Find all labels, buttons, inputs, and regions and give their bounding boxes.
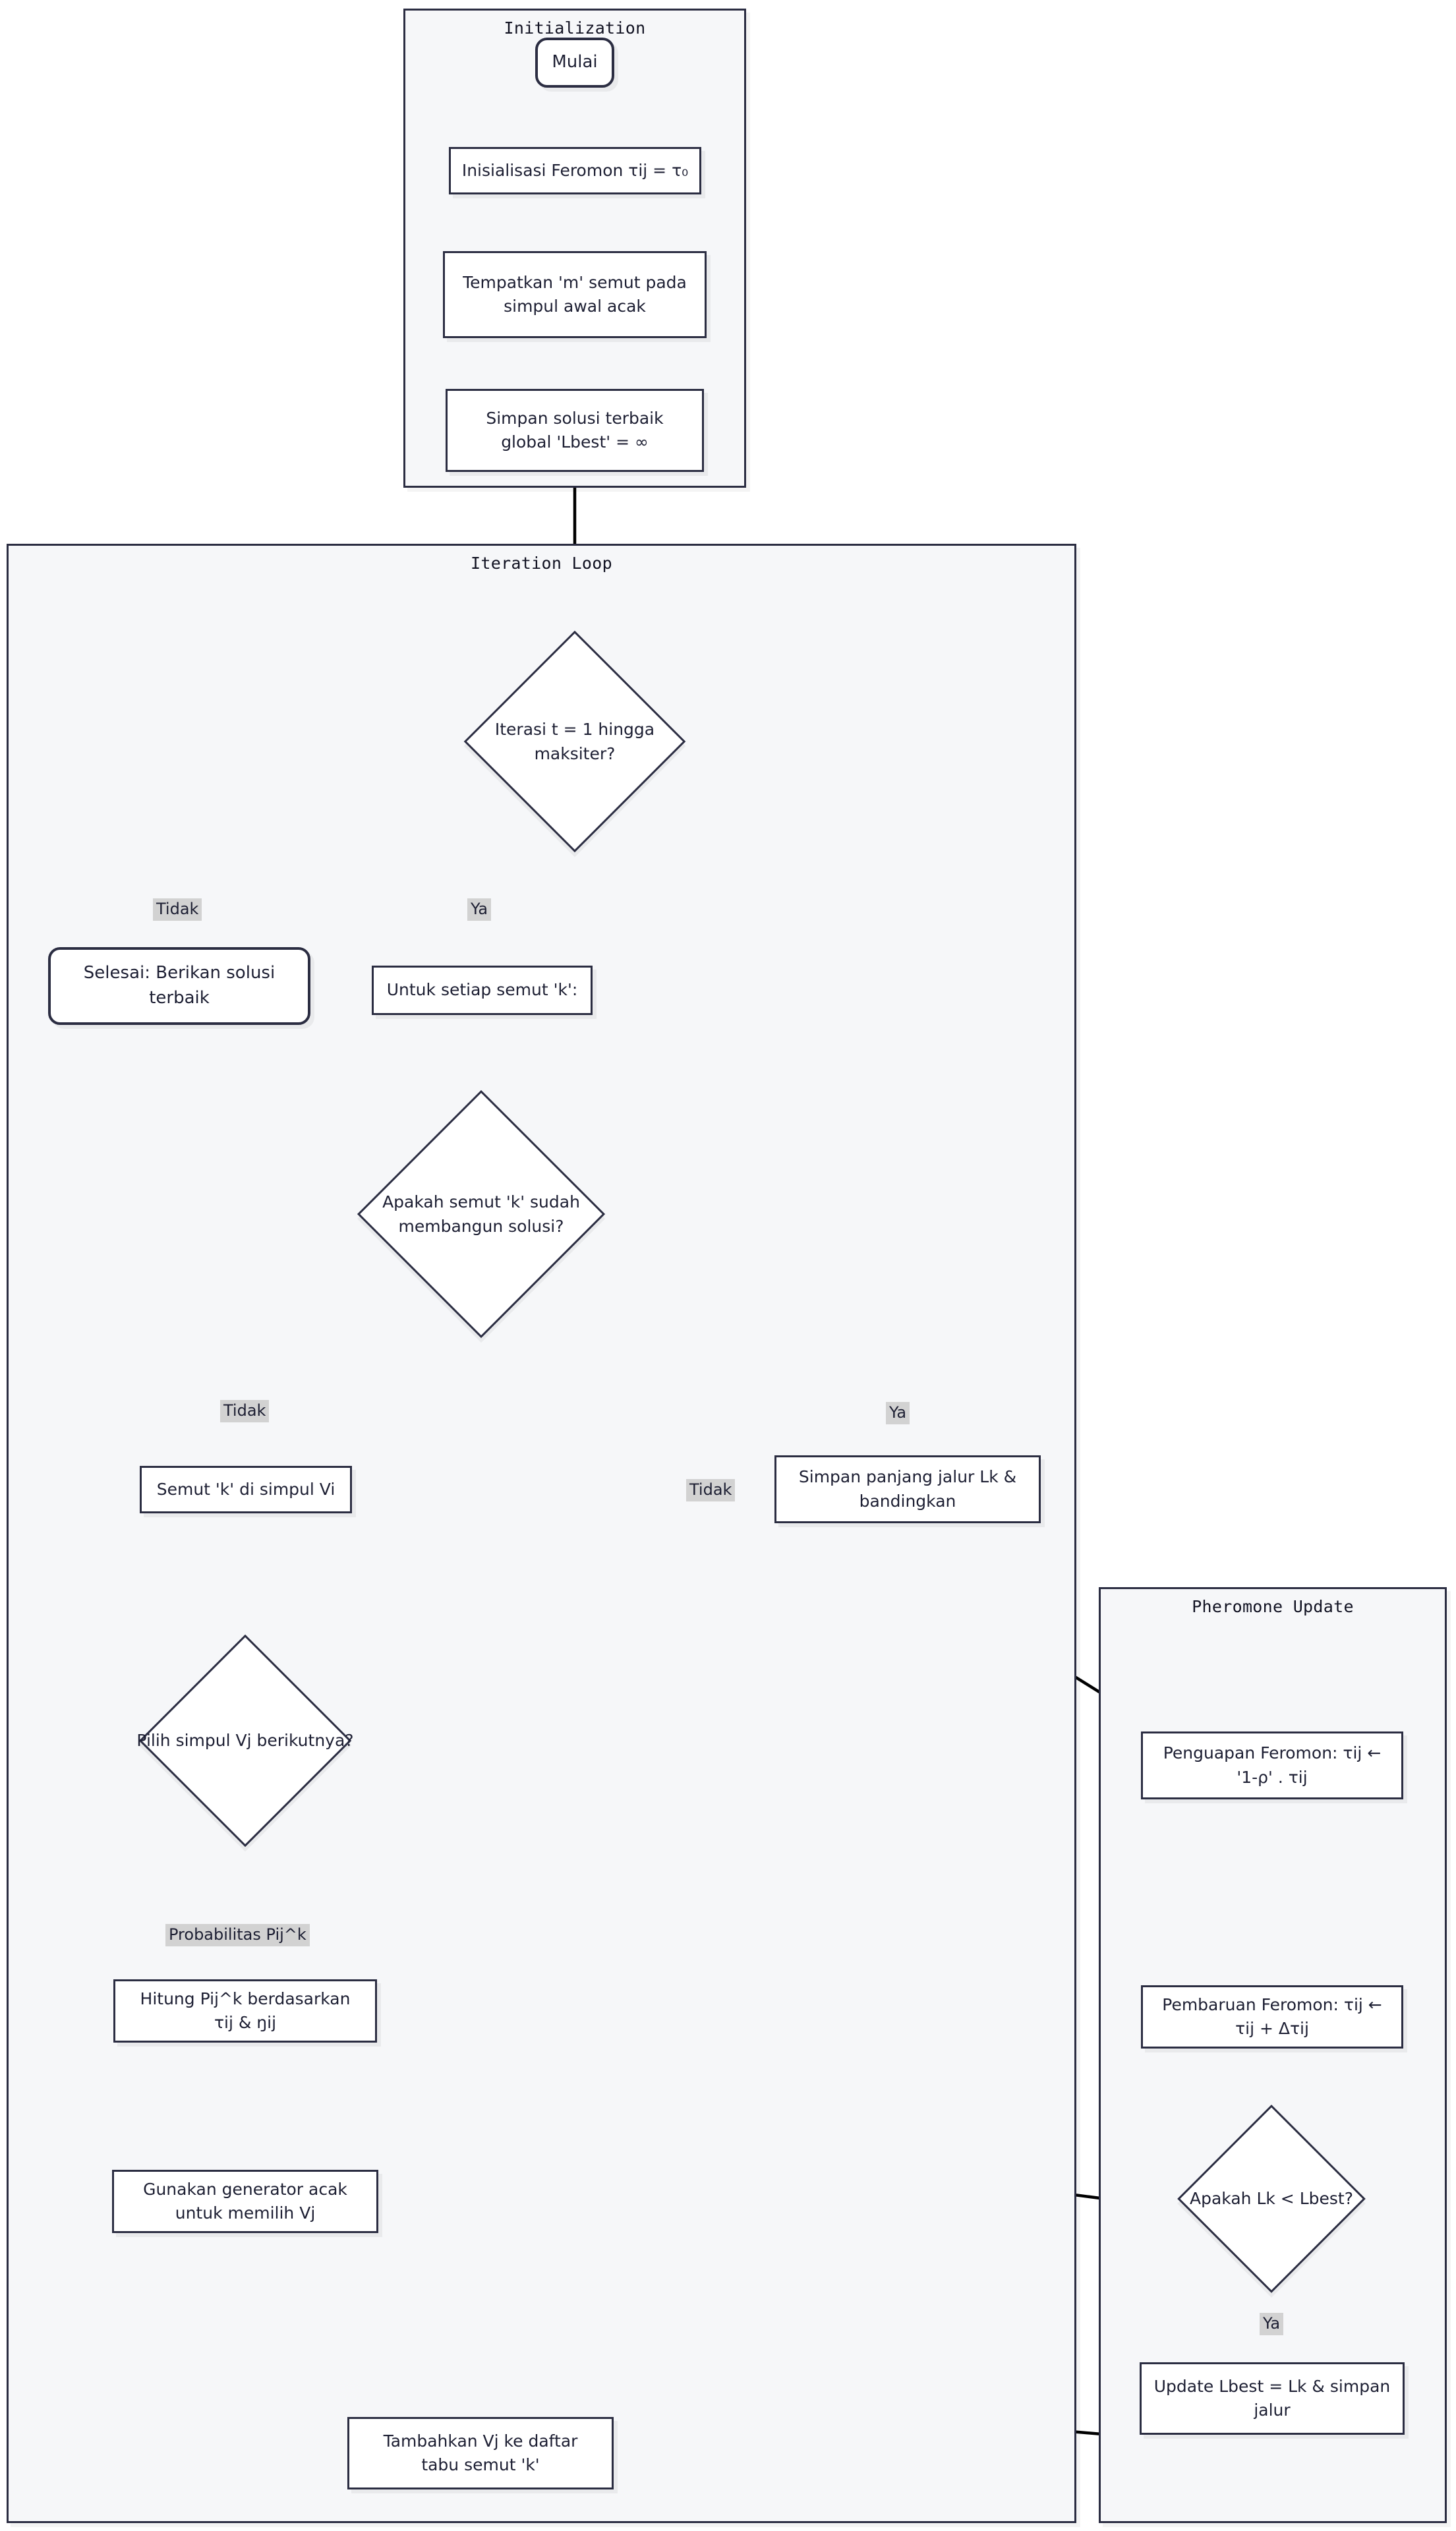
node-penguapan-feromon-line1: Penguapan Feromon: τij ← <box>1163 1743 1382 1763</box>
node-simpan-solusi-global-line1: Simpan solusi terbaik <box>486 408 664 428</box>
node-inisialisasi-feromon-label: Inisialisasi Feromon τij = τ₀ <box>461 160 689 180</box>
node-pembaruan-feromon-line1: Pembaruan Feromon: τij ← <box>1162 1994 1382 2014</box>
node-simpan-panjang-jalur-line1: Simpan panjang jalur Lk & <box>798 1467 1017 1487</box>
node-update-lbest-line2: jalur <box>1254 2400 1291 2420</box>
node-hitung-pij-line1: Hitung Pij^k berdasarkan <box>140 1989 351 2008</box>
node-simpan-panjang-jalur-line2: bandingkan <box>859 1491 956 1511</box>
node-update-lbest-line1: Update Lbest = Lk & simpan <box>1153 2376 1391 2396</box>
cluster-title-iteration-loop: Iteration Loop <box>471 554 612 573</box>
node-inisialisasi-feromon[interactable]: Inisialisasi Feromon τij = τ₀ <box>449 147 701 194</box>
node-tempatkan-semut-line2: simpul awal acak <box>504 297 646 316</box>
edge-label-lk-ya: Ya <box>1260 2313 1284 2335</box>
node-tempatkan-semut[interactable]: Tempatkan 'm' semut pada simpul awal aca… <box>443 251 707 338</box>
edge-label-iterasi-ya: Ya <box>467 898 492 921</box>
node-hitung-pij-line2: τij & ŋij <box>214 2013 277 2032</box>
node-simpan-solusi-global[interactable]: Simpan solusi terbaik global 'Lbest' = ∞ <box>446 389 704 472</box>
node-pembaruan-feromon-line2: τij + Δτij <box>1235 2019 1309 2038</box>
iterasi-decision-shape <box>463 630 686 853</box>
node-selesai-line2: terbaik <box>149 988 210 1008</box>
node-penguapan-feromon[interactable]: Penguapan Feromon: τij ← '1-ρ' . τij <box>1141 1731 1403 1799</box>
node-generator-acak-line1: Gunakan generator acak <box>143 2179 347 2199</box>
cluster-title-pheromone-update: Pheromone Update <box>1192 1597 1354 1616</box>
node-tambahkan-vj-tabu-line2: tabu semut 'k' <box>421 2455 540 2474</box>
edge-label-iterasi-tidak: Tidak <box>153 898 202 921</box>
edge-label-bangun-ya: Ya <box>886 1402 910 1424</box>
node-iterasi-decision[interactable]: Iterasi t = 1 hingga maksiter? <box>425 630 724 853</box>
node-hitung-pij[interactable]: Hitung Pij^k berdasarkan τij & ŋij <box>113 1979 377 2043</box>
node-penguapan-feromon-line2: '1-ρ' . τij <box>1237 1767 1308 1787</box>
node-selesai-line1: Selesai: Berikan solusi <box>83 963 276 983</box>
cluster-title-initialization: Initialization <box>504 18 646 38</box>
node-untuk-setiap-semut-label: Untuk setiap semut 'k': <box>386 980 578 1000</box>
node-apakah-bangun-solusi[interactable]: Apakah semut 'k' sudah membangun solusi? <box>335 1082 627 1346</box>
node-mulai-label: Mulai <box>552 52 598 73</box>
node-tempatkan-semut-line1: Tempatkan 'm' semut pada <box>463 272 687 292</box>
node-tambahkan-vj-tabu-line1: Tambahkan Vj ke daftar <box>383 2431 578 2451</box>
edge-label-bangun-tidak: Tidak <box>220 1400 270 1422</box>
node-generator-acak-line2: untuk memilih Vj <box>175 2203 316 2223</box>
node-semut-di-simpul-vi[interactable]: Semut 'k' di simpul Vi <box>140 1466 352 1513</box>
node-tambahkan-vj-tabu[interactable]: Tambahkan Vj ke daftar tabu semut 'k' <box>347 2417 614 2489</box>
node-apakah-lk-lbest[interactable]: Apakah Lk < Lbest? <box>1159 2105 1383 2293</box>
apakah-lk-lbest-shape <box>1177 2105 1366 2293</box>
edge-label-loop-back-tidak: Tidak <box>686 1479 736 1501</box>
edge-label-pilih-probabilitas: Probabilitas Pij^k <box>165 1924 310 1946</box>
node-pilih-simpul-vj[interactable]: Pilih simpul Vj berikutnya? <box>102 1595 388 1886</box>
node-selesai[interactable]: Selesai: Berikan solusi terbaik <box>48 947 310 1025</box>
node-pembaruan-feromon[interactable]: Pembaruan Feromon: τij ← τij + Δτij <box>1141 1985 1403 2049</box>
node-generator-acak[interactable]: Gunakan generator acak untuk memilih Vj <box>112 2170 378 2233</box>
node-semut-di-simpul-vi-label: Semut 'k' di simpul Vi <box>156 1479 335 1499</box>
node-update-lbest[interactable]: Update Lbest = Lk & simpan jalur <box>1140 2362 1405 2435</box>
apakah-bangun-solusi-shape <box>357 1090 606 1339</box>
pilih-simpul-vj-shape <box>138 1634 352 1847</box>
node-simpan-panjang-jalur[interactable]: Simpan panjang jalur Lk & bandingkan <box>774 1455 1041 1523</box>
node-untuk-setiap-semut[interactable]: Untuk setiap semut 'k': <box>372 966 593 1015</box>
node-simpan-solusi-global-line2: global 'Lbest' = ∞ <box>501 432 649 451</box>
node-mulai[interactable]: Mulai <box>535 38 614 88</box>
